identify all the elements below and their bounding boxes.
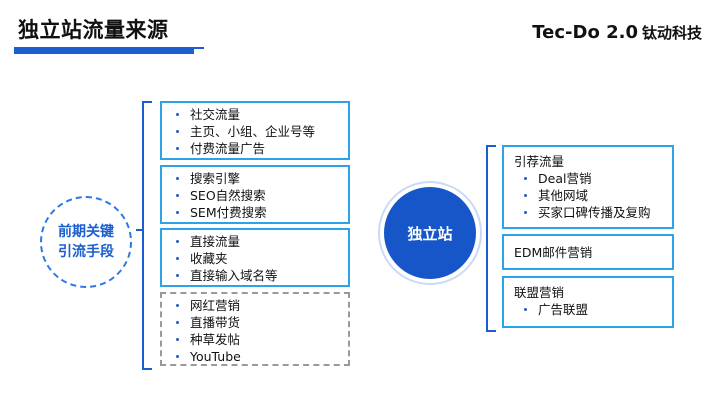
list-item: 直接流量 bbox=[174, 233, 348, 250]
list-item: SEM付费搜索 bbox=[174, 204, 348, 221]
list-item: 种草发帖 bbox=[174, 331, 348, 348]
group-head: 引荐流量 bbox=[514, 154, 565, 169]
logo-cn: 钛动科技 bbox=[641, 24, 702, 42]
title-underline bbox=[14, 47, 204, 57]
list-item: 付费流量广告 bbox=[174, 140, 348, 157]
left-group-influencer: 网红营销 直播带货 种草发帖 YouTube bbox=[160, 292, 350, 366]
list-item: 搜索引擎 bbox=[174, 170, 348, 187]
group-head: EDM邮件营销 bbox=[514, 245, 593, 260]
left-bracket-tick-1 bbox=[136, 229, 144, 231]
left-group-direct: 直接流量 收藏夹 直接输入域名等 bbox=[160, 228, 350, 287]
independent-site-circle: 独立站 bbox=[384, 187, 476, 279]
left-label-circle: 前期关键 引流手段 bbox=[40, 196, 132, 288]
list-item: 直播带货 bbox=[174, 314, 348, 331]
list-item: 网红营销 bbox=[174, 297, 348, 314]
underline-thick bbox=[14, 49, 194, 54]
left-group-social: 社交流量 主页、小组、企业号等 付费流量广告 bbox=[160, 101, 350, 160]
left-group-search: 搜索引擎 SEO自然搜索 SEM付费搜索 bbox=[160, 165, 350, 224]
right-group-edm: EDM邮件营销 bbox=[502, 234, 674, 270]
list-item: YouTube bbox=[174, 348, 348, 365]
list-item: Deal营销 bbox=[522, 170, 672, 187]
left-bracket bbox=[142, 101, 152, 370]
left-label-line2: 引流手段 bbox=[58, 244, 114, 260]
logo-latin: Tec-Do 2.0 bbox=[532, 22, 638, 43]
list-item: 主页、小组、企业号等 bbox=[174, 123, 348, 140]
list-item: SEO自然搜索 bbox=[174, 187, 348, 204]
list-item: 收藏夹 bbox=[174, 250, 348, 267]
list-item: 买家口碑传播及复购 bbox=[522, 204, 672, 221]
right-group-referral: 引荐流量 Deal营销 其他网域 买家口碑传播及复购 bbox=[502, 145, 674, 229]
right-bracket bbox=[486, 145, 496, 332]
list-item: 其他网域 bbox=[522, 187, 672, 204]
center-label: 独立站 bbox=[407, 224, 453, 243]
right-group-affiliate: 联盟营销 广告联盟 bbox=[502, 276, 674, 328]
list-item: 社交流量 bbox=[174, 106, 348, 123]
page-title: 独立站流量来源 bbox=[18, 18, 169, 42]
group-head: 联盟营销 bbox=[514, 285, 565, 300]
underline-thin bbox=[14, 47, 204, 49]
list-item: 广告联盟 bbox=[522, 301, 672, 318]
left-label-line1: 前期关键 bbox=[58, 224, 114, 240]
list-item: 直接输入域名等 bbox=[174, 267, 348, 284]
